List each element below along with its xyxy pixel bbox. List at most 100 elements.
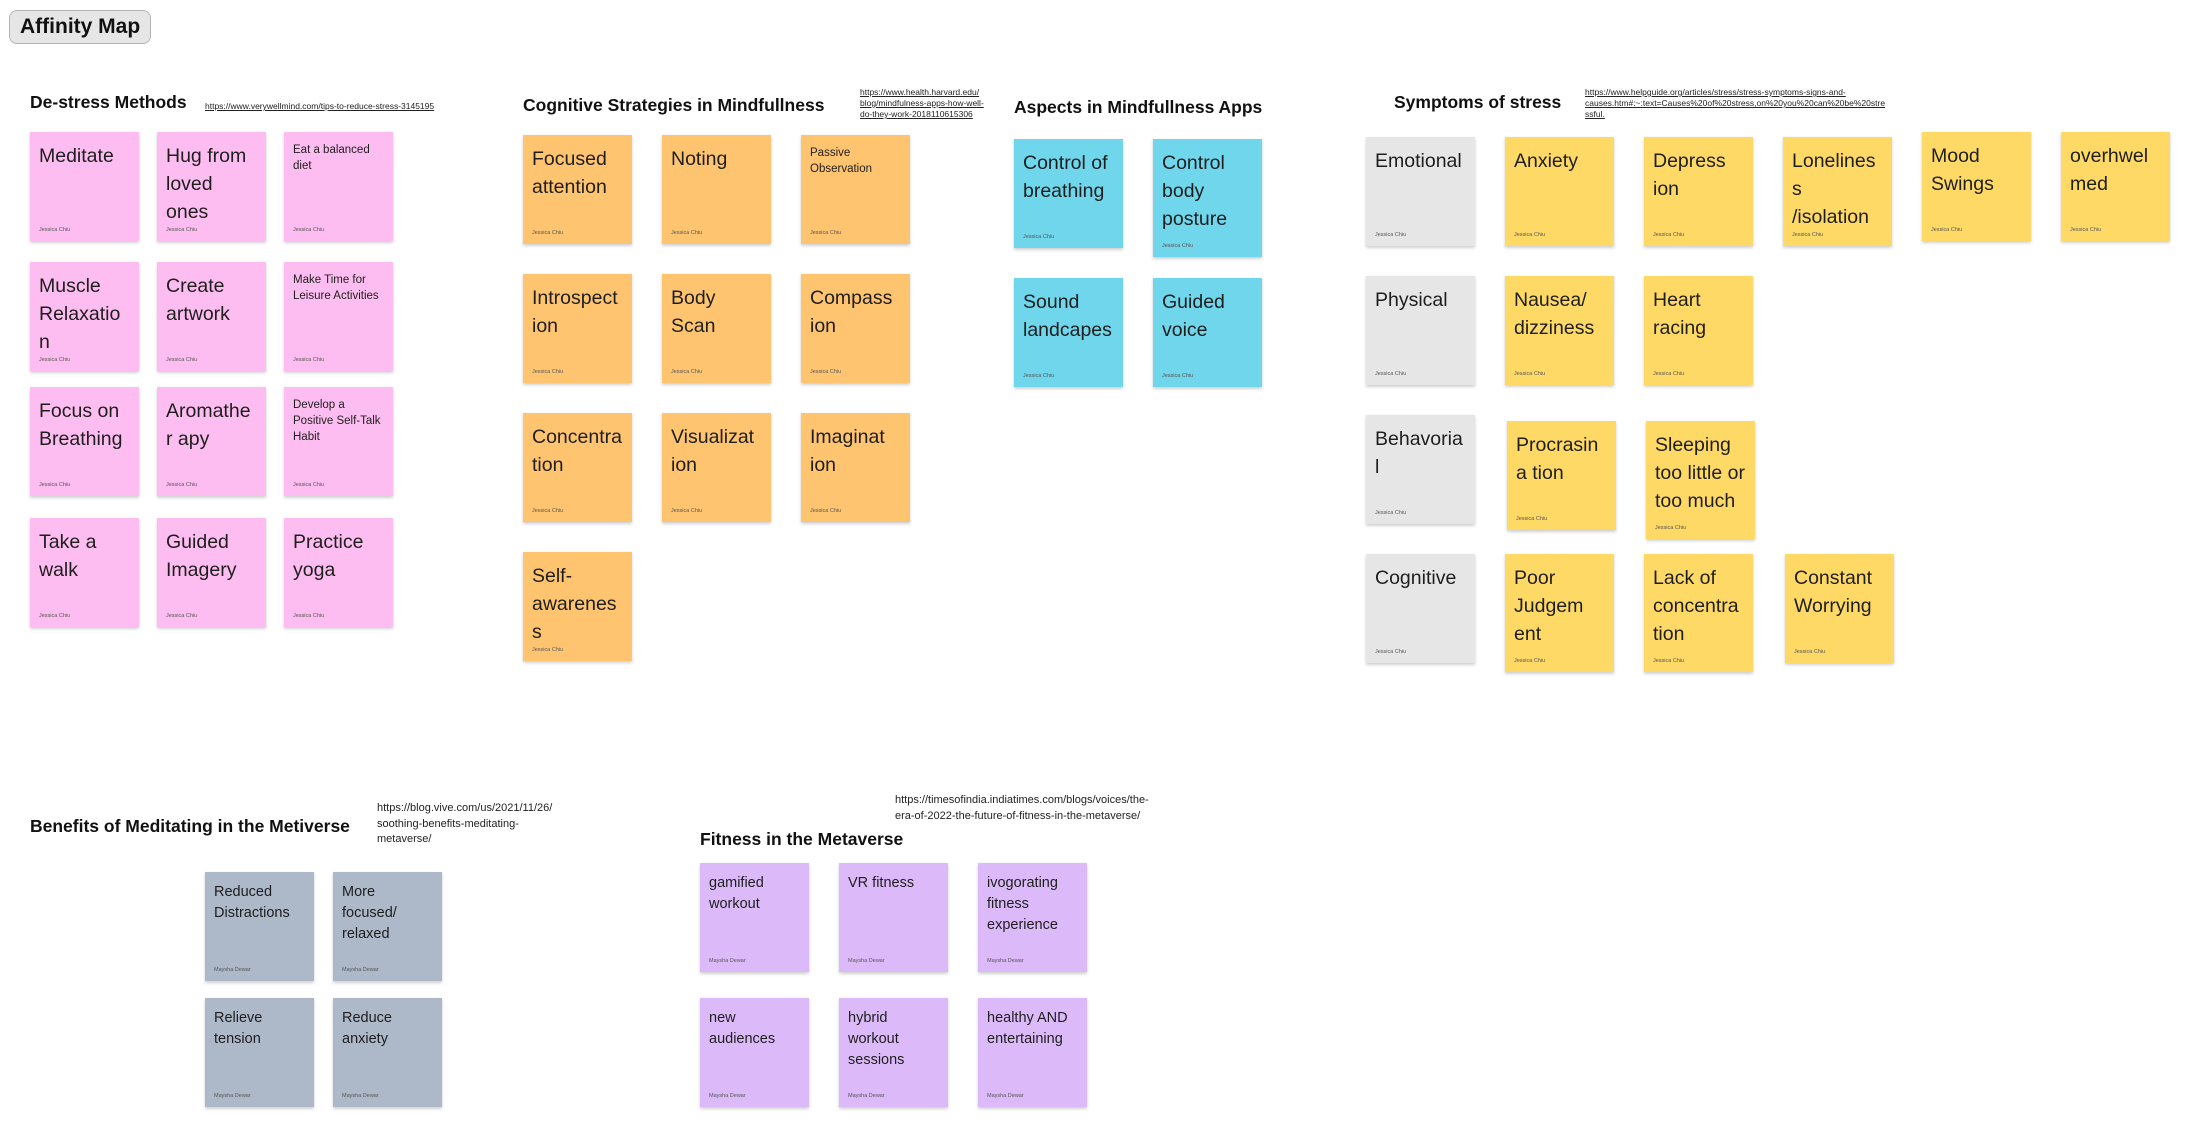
section-link-benefits[interactable]: https://blog.vive.com/us/2021/11/26/ soo… [377,802,553,845]
sticky-author: Jessica Chiu [671,369,703,375]
sticky-text: Depress ion [1653,150,1726,200]
sticky-text: Aromather apy [166,400,251,450]
sticky-text: Procrasina tion [1516,434,1599,484]
section-link-destress[interactable]: https://www.verywellmind.com/tips-to-red… [205,101,435,111]
board-title[interactable]: Affinity Map [9,10,152,44]
sticky-text: Poor Judgem ent [1514,567,1584,645]
sticky-author: Jessica Chiu [810,369,842,375]
sticky-author: Jessica Chiu [671,230,703,236]
sticky-text: Guided voice [1162,291,1225,341]
sticky-author: Jessica Chiu [1514,371,1546,377]
sticky-text: Compass ion [810,287,893,337]
sticky-author: Jessica Chiu [1375,510,1407,516]
sticky-text: Heart racing [1653,289,1707,339]
sticky-author: Jessica Chiu [1653,371,1685,377]
sticky-author: Jessica Chiu [2070,227,2102,233]
sticky-text: healthy AND entertaining [987,1010,1068,1047]
sticky-text: Control of breathing [1023,152,1108,202]
section-title-benefits[interactable]: Benefits of Meditating in the Metiverse [30,816,350,836]
sticky-text: Lack of concentra tion [1653,567,1739,645]
sticky-author: Maysha Dewar [848,1093,885,1099]
sticky-text: Control body posture [1162,152,1228,230]
sticky-text: Behavorial [1375,428,1463,478]
section-link-cognitive[interactable]: https://www.health.harvard.edu/ blog/min… [860,87,984,119]
sticky-author: Maysha Dewar [848,958,885,964]
section-title-cognitive[interactable]: Cognitive Strategies in Mindfullness [523,95,825,115]
sticky-text: Concentra tion [532,426,622,476]
section-link-symptoms[interactable]: https://www.helpguide.org/articles/stres… [1585,87,1886,119]
sticky-text: hybrid workout sessions [848,1010,905,1068]
sticky-author: Jessica Chiu [1655,525,1687,531]
section-title-destress[interactable]: De-stress Methods [30,92,187,112]
sticky-author: Jessica Chiu [532,369,564,375]
sticky-author: Jessica Chiu [810,230,842,236]
sticky-author: Jessica Chiu [671,508,703,514]
section-title-symptoms[interactable]: Symptoms of stress [1394,92,1562,112]
section-link-fitness[interactable]: https://timesofindia.indiatimes.com/blog… [895,794,1149,822]
section-title-fitness[interactable]: Fitness in the Metaverse [700,829,904,849]
sticky-author: Jessica Chiu [1514,658,1546,664]
sticky-text: Create artwork [166,275,230,325]
sticky-text: Nausea/ dizziness [1514,289,1595,339]
sticky-author: Jessica Chiu [166,227,198,233]
sticky-author: Jessica Chiu [1023,234,1055,240]
section-title-aspects[interactable]: Aspects in Mindfullness Apps [1014,97,1263,117]
sticky-text: Cognitive [1375,567,1457,589]
sticky-author: Maysha Dewar [342,967,379,973]
sticky-author: Maysha Dewar [987,958,1024,964]
sticky-author: Jessica Chiu [1794,649,1826,655]
